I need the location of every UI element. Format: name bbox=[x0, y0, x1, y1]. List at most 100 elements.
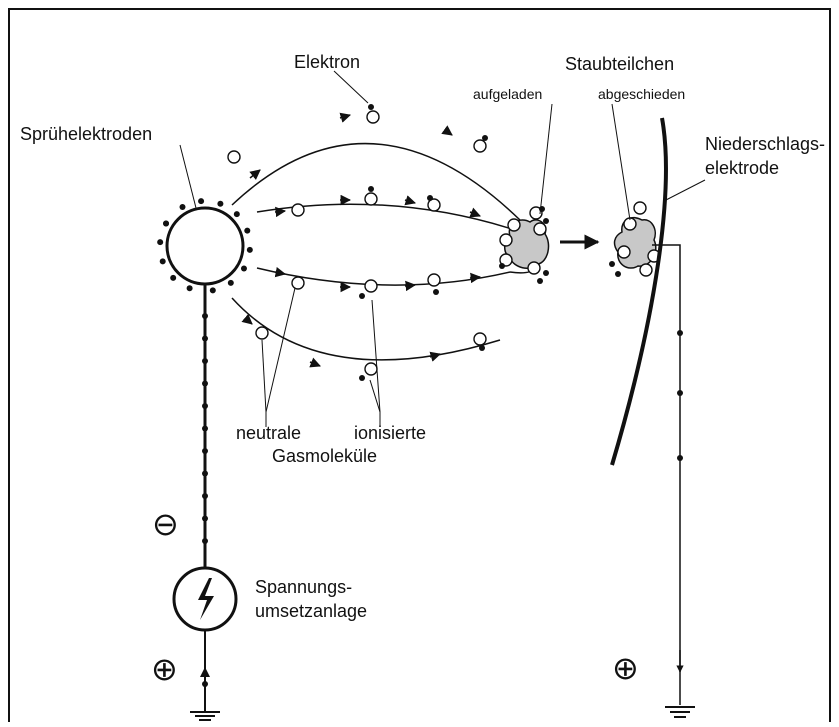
dust-electron bbox=[499, 263, 505, 269]
trajectory-arrowhead bbox=[429, 351, 442, 362]
dust-particle-charges bbox=[499, 206, 549, 284]
molecule-ring bbox=[255, 326, 269, 340]
electrode-electron bbox=[227, 279, 234, 286]
wire-electron bbox=[202, 538, 208, 544]
leader-neutral-2 bbox=[261, 339, 267, 413]
ground-symbol-left bbox=[190, 711, 220, 721]
molecule-ring bbox=[499, 233, 513, 247]
trajectory-bottom bbox=[231, 297, 501, 361]
molecule-ring bbox=[366, 110, 380, 124]
wire-electron bbox=[202, 358, 208, 364]
label-deposited: abgeschieden bbox=[598, 86, 685, 102]
trajectory-arrowhead bbox=[241, 313, 253, 325]
dust-electron bbox=[609, 261, 615, 267]
molecule-ring bbox=[473, 139, 487, 153]
dust-electron bbox=[615, 271, 621, 277]
gas-molecules bbox=[227, 104, 488, 381]
outer-frame bbox=[8, 8, 831, 727]
trajectory-arrowhead bbox=[274, 206, 287, 218]
wire-electron bbox=[202, 335, 208, 342]
molecule-ring bbox=[364, 362, 378, 376]
molecule-ring bbox=[291, 276, 305, 290]
wire-electron bbox=[202, 470, 208, 477]
molecule-ring bbox=[633, 201, 647, 215]
label-electron: Elektron bbox=[294, 52, 360, 72]
wire-electron bbox=[202, 425, 208, 432]
electrode-electron bbox=[198, 198, 205, 205]
wire-electron bbox=[677, 455, 683, 461]
wire-electron bbox=[202, 493, 208, 499]
molecule-ring bbox=[427, 273, 441, 287]
label-charged: aufgeladen bbox=[473, 86, 542, 102]
molecule-ring bbox=[364, 192, 378, 206]
trajectory-arrows bbox=[241, 112, 482, 368]
ground-wire-right bbox=[652, 244, 681, 705]
label-collector-line2: elektrode bbox=[705, 158, 779, 178]
label-neutral: neutrale bbox=[236, 423, 301, 443]
dust-electron bbox=[537, 278, 543, 284]
wire-electron bbox=[202, 448, 208, 454]
leader-electron bbox=[333, 70, 369, 104]
leader-ionized-2 bbox=[369, 379, 381, 413]
wire-electrons bbox=[202, 313, 208, 544]
electrode-electron bbox=[217, 200, 224, 207]
electrode-electron bbox=[159, 258, 166, 265]
electrode-electron bbox=[170, 274, 177, 281]
electrode-electron bbox=[179, 204, 186, 211]
dust-electron bbox=[543, 218, 549, 224]
lightning-icon bbox=[198, 578, 214, 620]
label-power-line2: umsetzanlage bbox=[255, 601, 367, 621]
wire-electron bbox=[202, 313, 208, 319]
electrode-electron bbox=[246, 246, 253, 253]
wire-electron bbox=[677, 330, 683, 336]
electrode-electron bbox=[240, 265, 247, 272]
ground-symbol-right bbox=[665, 706, 695, 718]
label-gas-molecules: Gasmoleküle bbox=[272, 446, 377, 466]
molecule-electron bbox=[359, 293, 365, 299]
wire-electron bbox=[202, 515, 208, 522]
plus-symbol-right: ⊕ bbox=[612, 650, 639, 686]
trajectory-arrowhead bbox=[441, 125, 453, 136]
molecule-ring bbox=[617, 245, 631, 259]
label-power-line1: Spannungs- bbox=[255, 577, 352, 597]
molecule-ring bbox=[473, 332, 487, 346]
molecule-ring bbox=[529, 206, 543, 220]
spray-electrode-circle bbox=[165, 206, 245, 286]
molecule-ring bbox=[507, 218, 521, 232]
trajectory-arrowhead bbox=[469, 272, 482, 284]
label-dust-particles: Staubteilchen bbox=[565, 54, 674, 74]
molecule-electron bbox=[427, 195, 433, 201]
plus-symbol-left: ⊕ bbox=[151, 651, 178, 687]
electrode-electron bbox=[186, 285, 193, 292]
wire-electron bbox=[202, 681, 208, 687]
electrode-electron bbox=[233, 211, 240, 218]
trajectory-arrowhead bbox=[339, 112, 352, 123]
minus-symbol: ⊖ bbox=[152, 506, 179, 542]
wire-electron bbox=[202, 380, 208, 387]
dust-electron bbox=[543, 270, 549, 276]
molecule-electron bbox=[359, 375, 365, 381]
trajectory-top bbox=[231, 142, 521, 221]
leader-spray bbox=[179, 144, 197, 209]
molecule-ring bbox=[499, 253, 513, 267]
molecule-electron bbox=[368, 104, 374, 110]
electrode-electron bbox=[209, 287, 216, 294]
electrode-electrons bbox=[157, 198, 253, 294]
trajectory-arrowhead bbox=[404, 280, 417, 292]
leader-neutral-1 bbox=[265, 287, 296, 427]
trajectory-upper-middle bbox=[256, 203, 516, 231]
leader-deposited bbox=[611, 103, 631, 221]
molecule-ring bbox=[291, 203, 305, 217]
trajectory-arrowhead bbox=[404, 195, 417, 206]
trajectory-arrowhead bbox=[309, 357, 321, 368]
label-collector-line1: Niederschlags- bbox=[705, 134, 825, 154]
wire-electron bbox=[202, 403, 208, 409]
trajectory-arrowhead bbox=[249, 169, 261, 181]
trajectory-arrowhead bbox=[274, 266, 287, 278]
electrode-electron bbox=[163, 220, 170, 227]
molecule-electron bbox=[479, 345, 485, 351]
molecule-ring bbox=[427, 198, 441, 212]
leader-collector bbox=[665, 179, 706, 201]
electrode-electron bbox=[157, 239, 164, 246]
